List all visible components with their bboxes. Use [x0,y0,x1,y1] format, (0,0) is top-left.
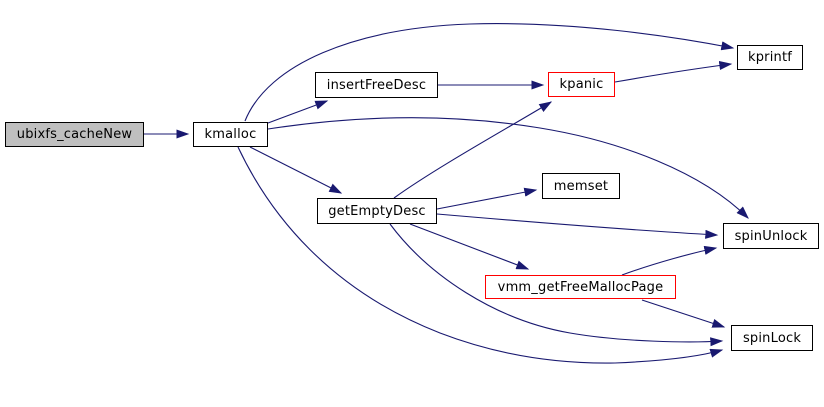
edge-getEmptyDesc-to-vmm_getFreeMallocPage [409,223,530,270]
edge-kmalloc-to-spinLock [237,146,724,364]
edge-kpanic-to-kprintf [614,60,733,83]
node-getEmptyDesc[interactable]: getEmptyDesc [317,198,437,224]
edge-getEmptyDesc-to-kpanic [393,101,553,199]
node-label: memset [553,178,609,194]
edge-getEmptyDesc-to-memset [436,187,538,210]
edge-vmm_getFreeMallocPage-to-spinUnlock [621,245,718,276]
edge-kmalloc-to-spinUnlock [267,117,749,219]
edge-getEmptyDesc-to-spinUnlock [436,213,719,239]
node-kmalloc[interactable]: kmalloc [193,122,268,147]
node-label: kprintf [747,50,793,65]
node-label: kpanic [559,77,604,92]
node-kpanic[interactable]: kpanic [548,72,615,97]
node-label: kmalloc [204,127,257,142]
node-spinUnlock[interactable]: spinUnlock [723,223,819,249]
node-insertFreeDesc[interactable]: insertFreeDesc [315,72,438,98]
edge-kmalloc-to-insertFreeDesc [267,100,329,124]
node-vmm_getFreeMallocPage[interactable]: vmm_getFreeMallocPage [485,275,676,299]
node-kprintf[interactable]: kprintf [737,45,803,70]
node-label: getEmptyDesc [328,203,426,219]
node-label: spinLock [742,330,802,346]
edge-getEmptyDesc-to-spinLock [389,223,724,347]
node-label: vmm_getFreeMallocPage [497,279,664,295]
node-label: ubixfs_cacheNew [16,127,133,142]
node-ubixfs_cacheNew: ubixfs_cacheNew [5,122,144,147]
edge-kmalloc-to-kprintf [244,23,735,122]
node-label: spinUnlock [734,228,808,244]
node-memset[interactable]: memset [542,173,620,199]
node-label: insertFreeDesc [326,77,427,93]
node-spinLock[interactable]: spinLock [731,325,813,351]
edge-vmm_getFreeMallocPage-to-spinLock [641,299,726,328]
edge-kmalloc-to-getEmptyDesc [249,146,343,194]
